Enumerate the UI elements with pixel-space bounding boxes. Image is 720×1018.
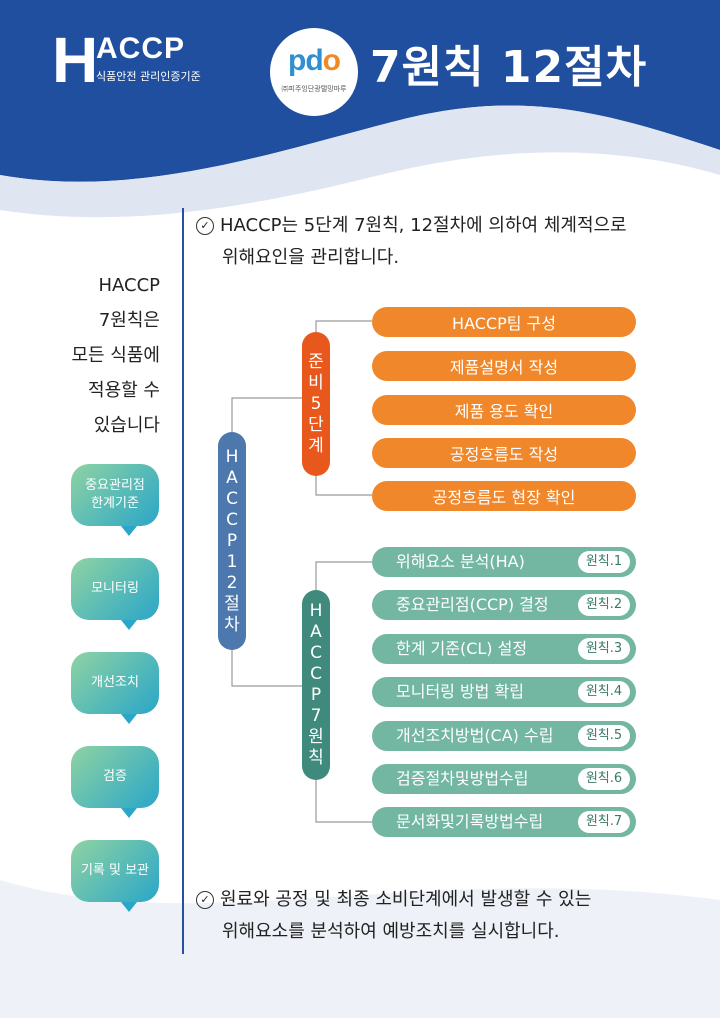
pill-char: C [310,643,322,663]
pill-char: 준 [308,351,324,372]
org-logo-circle [270,28,358,116]
principle-item: 중요관리점(CCP) 결정 원칙.2 [372,590,636,620]
check-icon: ✓ [196,891,214,909]
principle-item: 문서화및기록방법수립 원칙.7 [372,807,636,837]
org-logo-o: o [322,44,341,77]
bubble-line: 모니터링 [91,581,139,596]
principle-label: 위해요소 분석(HA) [396,552,525,571]
pill-char: C [226,509,238,530]
left-line: 모든 식품에 [71,345,160,366]
bubble-line: 검증 [103,769,127,784]
principle-label: 중요관리점(CCP) 결정 [396,595,549,614]
outro-text: ✓ 원료와 공정 및 최종 소비단계에서 발생할 수 있는 위해요소를 분석하여 … [196,884,696,948]
intro-line-2: 위해요인을 관리합니다. [222,247,400,268]
bubble-tail [121,808,137,818]
pill-char: A [310,622,322,642]
principle-pill-haccp-7: H A C C P 7 원 칙 [302,590,330,780]
prep-pill-5-stages: 준 비 5 단 계 [302,332,330,476]
bubble-line: 개선조치 [91,675,139,690]
pill-char: 원 [308,727,324,747]
left-line: 7원칙은 [98,310,160,331]
org-logo-pd: pd [288,44,324,77]
pill-char: 칙 [308,748,324,768]
org-logo: pdo [270,44,358,78]
intro-line-1: HACCP는 5단계 7원칙, 12절차에 의하여 체계적으로 [220,215,627,236]
left-line: 적용할 수 [88,380,160,401]
bubble-tail [121,620,137,630]
bubble-corrective: 개선조치 [71,652,159,724]
pill-char: 단 [308,414,324,435]
pill-char: 계 [308,435,324,456]
left-statement: HACCP 7원칙은 모든 식품에 적용할 수 있습니다 [30,268,160,443]
pill-char: H [225,446,239,467]
check-icon: ✓ [196,217,214,235]
pill-char: 2 [226,572,238,593]
step-item: 공정흐름도 현장 확인 [372,481,636,511]
principle-item: 개선조치방법(CA) 수립 원칙.5 [372,721,636,751]
org-logo-subtitle: ㈜피주잉단광탤밍마루 [281,85,347,93]
haccp-logo-subtitle: 식품안전 관리인증기준 [96,70,201,83]
principle-badge: 원칙.7 [578,811,630,833]
bubble-tail [121,526,137,536]
speech-bubble: 기록 및 보관 [71,840,159,902]
bubble-verification: 검증 [71,746,159,818]
pill-char: 비 [308,372,324,393]
bubble-line: 한계기준 [91,496,139,511]
pill-char: C [310,664,322,684]
haccp-logo-h: H [52,24,99,96]
outro-line-2: 위해요소를 분석하여 예방조치를 실시합니다. [222,921,560,942]
speech-bubble: 모니터링 [71,558,159,620]
principle-badge: 원칙.1 [578,551,630,573]
bubble-tail [121,902,137,912]
step-item: 제품 용도 확인 [372,395,636,425]
principle-badge: 원칙.3 [578,638,630,660]
left-line: 있습니다 [93,415,160,436]
pill-char: C [226,488,238,509]
haccp-logo-text: ACCP [96,32,186,65]
principle-badge: 원칙.5 [578,725,630,747]
bubble-monitoring: 모니터링 [71,558,159,630]
principle-badge: 원칙.6 [578,768,630,790]
bubble-tail [121,714,137,724]
pill-char: H [309,601,323,621]
page-title: 7원칙 12절차 [370,42,648,93]
principle-badge: 원칙.4 [578,681,630,703]
principle-badge: 원칙.2 [578,594,630,616]
speech-bubble: 개선조치 [71,652,159,714]
pill-char: P [310,685,322,705]
pill-char: 5 [310,393,322,414]
step-item: HACCP팀 구성 [372,307,636,337]
principle-label: 문서화및기록방법수립 [396,812,544,831]
step-item: 공정흐름도 작성 [372,438,636,468]
principle-label: 한계 기준(CL) 설정 [396,639,528,658]
principle-item: 한계 기준(CL) 설정 원칙.3 [372,634,636,664]
speech-bubble: 검증 [71,746,159,808]
intro-text: ✓ HACCP는 5단계 7원칙, 12절차에 의하여 체계적으로 위해요인을 관… [196,210,676,274]
bubble-line: 기록 및 보관 [80,863,150,878]
bubble-line: 중요관리점 [85,478,145,493]
principle-item: 모니터링 방법 확립 원칙.4 [372,677,636,707]
pill-char: 7 [310,706,322,726]
pill-char: A [226,467,238,488]
pill-char: P [226,530,238,551]
left-line: HACCP [98,275,160,296]
pill-char: 절 [224,593,240,614]
principle-label: 개선조치방법(CA) 수립 [396,726,554,745]
step-item: 제품설명서 작성 [372,351,636,381]
root-pill-haccp-12-steps: H A C C P 1 2 절 차 [218,432,246,650]
principle-label: 모니터링 방법 확립 [396,682,524,701]
divider-line [182,208,184,954]
pill-char: 1 [226,551,238,572]
outro-line-1: 원료와 공정 및 최종 소비단계에서 발생할 수 있는 [220,889,592,910]
bubble-records: 기록 및 보관 [71,840,159,912]
principle-item: 위해요소 분석(HA) 원칙.1 [372,547,636,577]
principle-label: 검증절차및방법수립 [396,769,529,788]
principle-item: 검증절차및방법수립 원칙.6 [372,764,636,794]
pill-char: 차 [224,614,240,635]
